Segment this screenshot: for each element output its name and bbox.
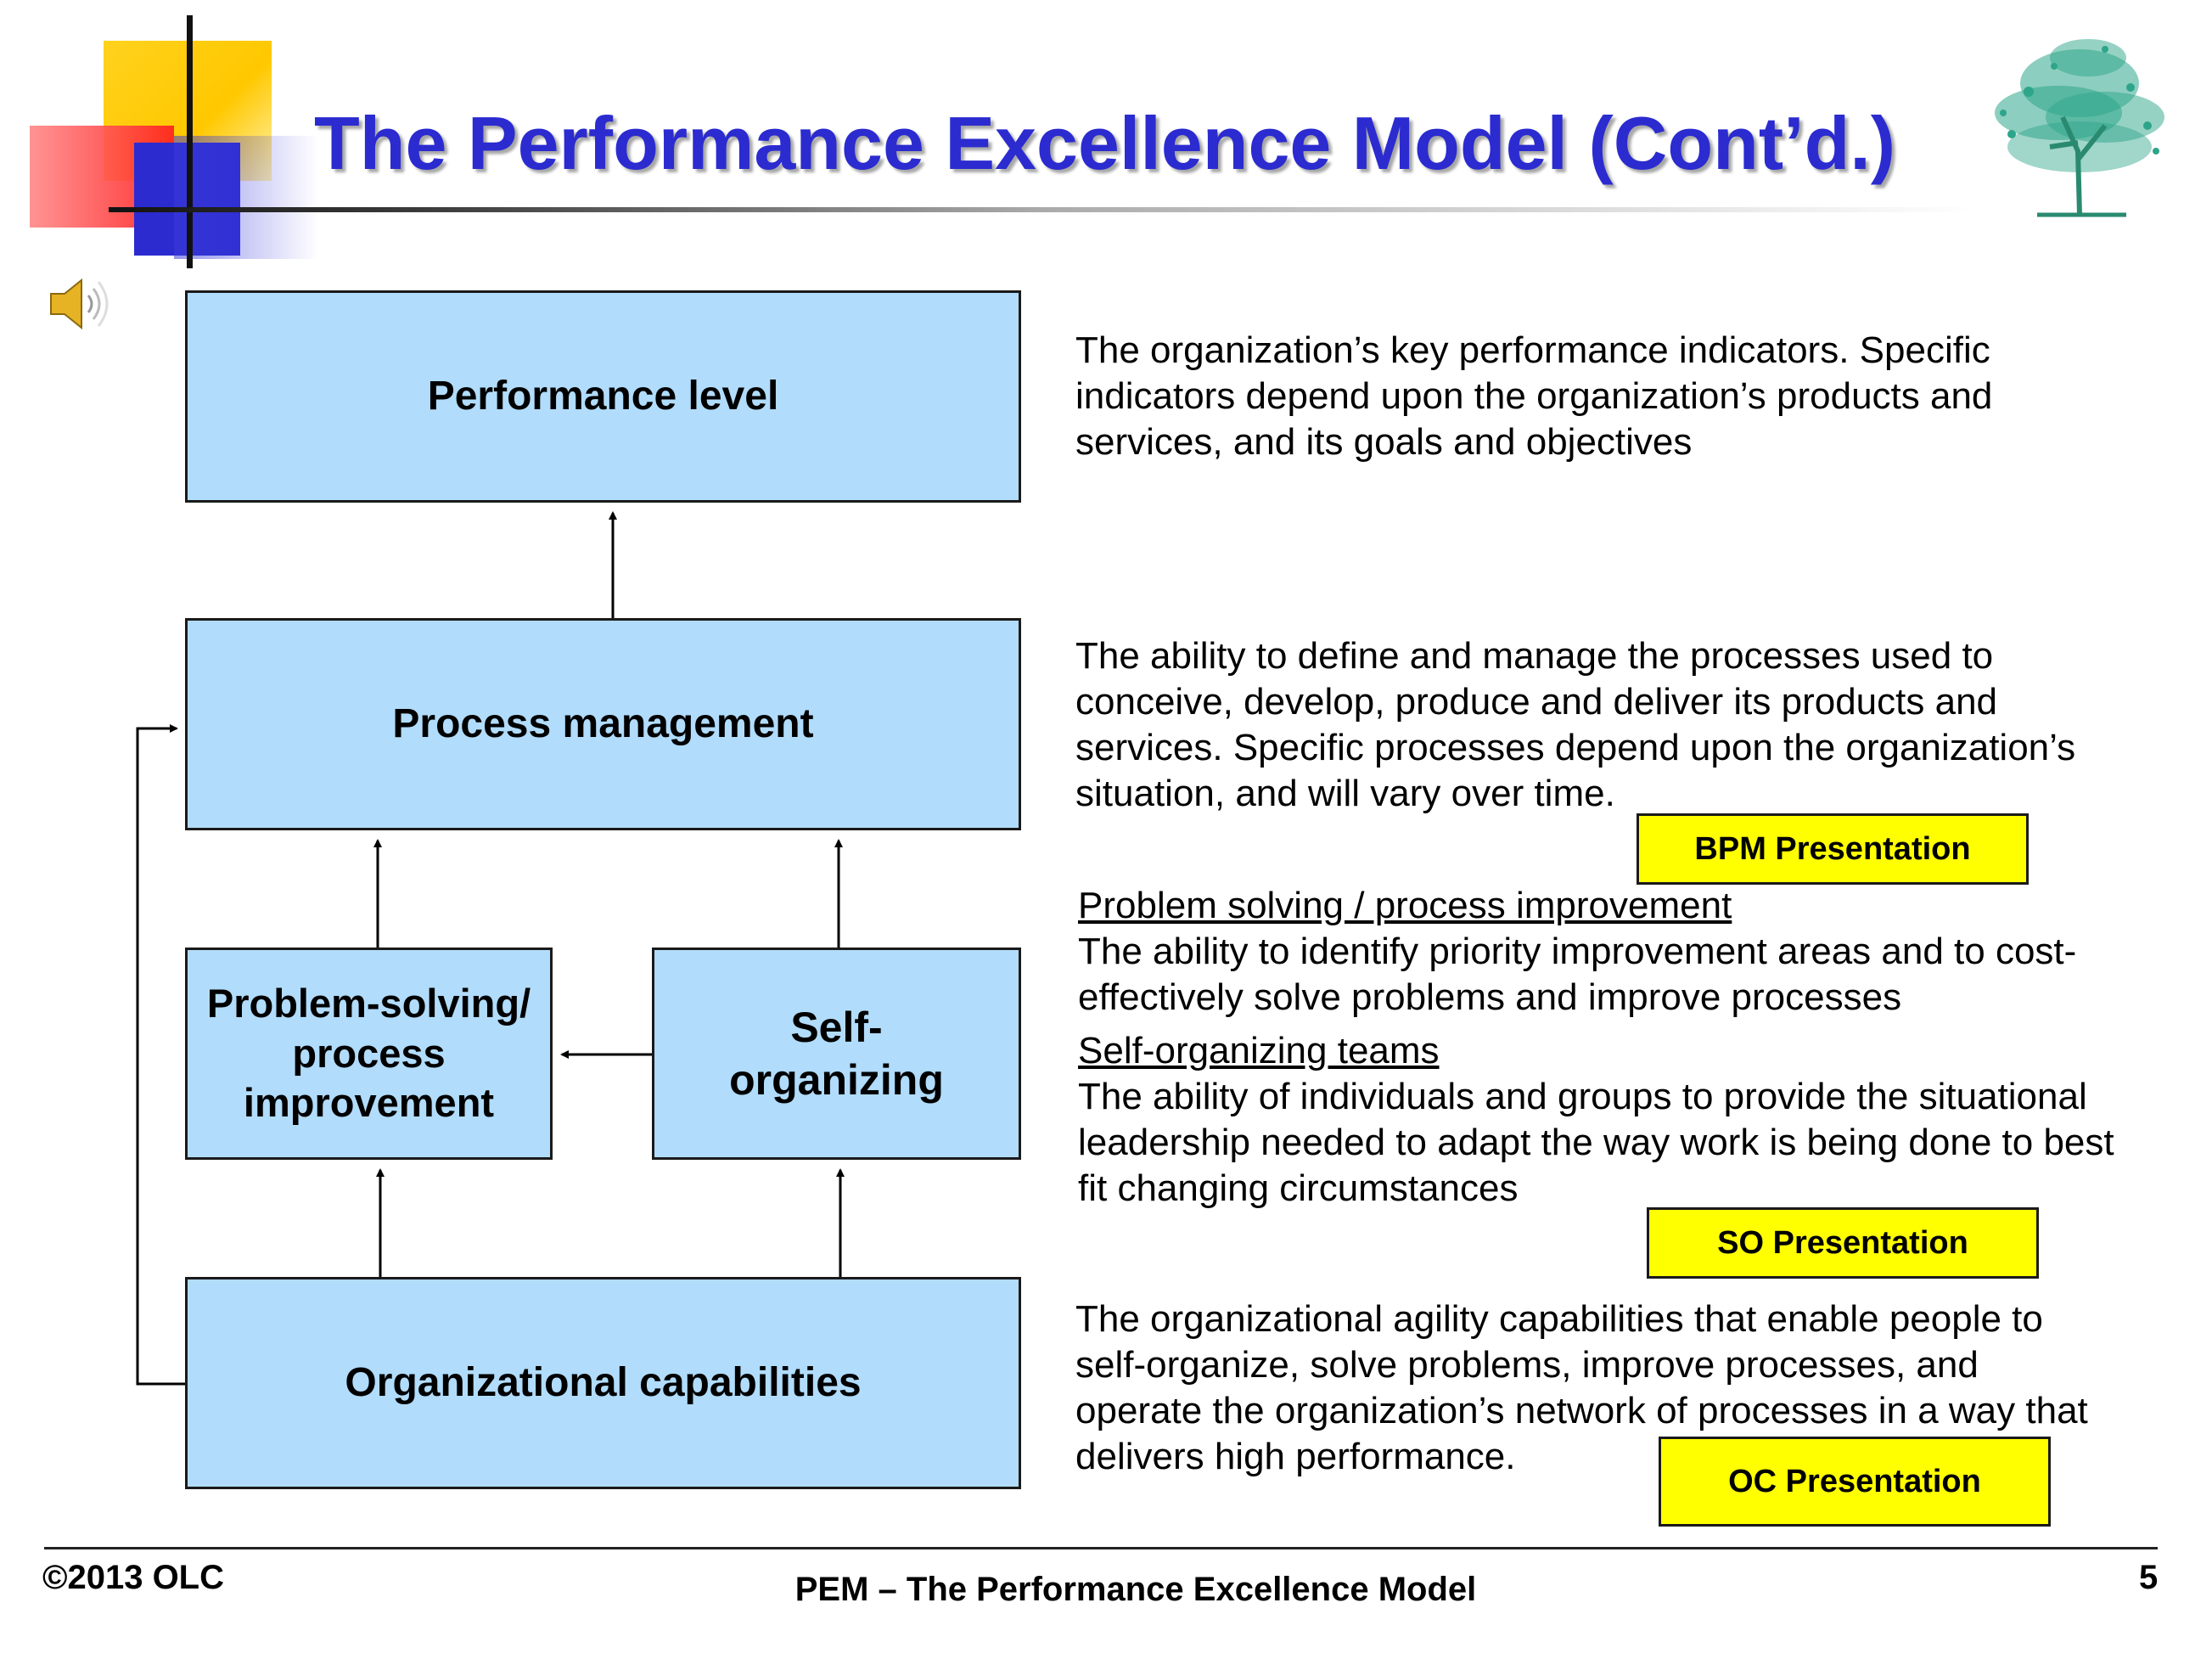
process-description: The ability to define and manage the pro…	[1075, 633, 2136, 817]
page-number: 5	[2139, 1559, 2159, 1596]
process-management-box: Process management	[185, 618, 1021, 830]
self-organizing-label: Self- organizing	[729, 1003, 944, 1105]
organizational-capabilities-label: Organizational capabilities	[345, 1360, 862, 1405]
footer-title: PEM – The Performance Excellence Model	[794, 1571, 1477, 1608]
oc-presentation-button[interactable]: OC Presentation	[1659, 1437, 2051, 1527]
bpm-presentation-button[interactable]: BPM Presentation	[1637, 813, 2029, 885]
self-organizing-description: Self-organizing teams The ability of ind…	[1078, 1028, 2139, 1212]
self-organizing-box: Self- organizing	[652, 948, 1021, 1160]
so-presentation-button[interactable]: SO Presentation	[1647, 1207, 2039, 1279]
decor-vertical-line	[187, 15, 193, 268]
process-management-label: Process management	[392, 701, 814, 746]
performance-description-text: The organization’s key performance indic…	[1075, 329, 1993, 463]
decor-blue-fade	[174, 136, 318, 259]
problem-solving-box: Problem-solving/ process improvement	[185, 948, 553, 1160]
performance-description: The organization’s key performance indic…	[1075, 328, 2136, 465]
tree-logo-icon	[1995, 39, 2164, 217]
capabilities-description-text: The organizational agility capabilities …	[1075, 1298, 2088, 1477]
speaker-icon[interactable]	[44, 270, 121, 338]
problem-solving-description-text: The ability to identify priority improve…	[1078, 931, 2077, 1018]
organizational-capabilities-box: Organizational capabilities	[185, 1277, 1021, 1489]
page-title: The Performance Excellence Model (Cont’d…	[314, 101, 1896, 185]
problem-solving-label: Problem-solving/ process improvement	[206, 980, 531, 1126]
process-description-text: The ability to define and manage the pro…	[1075, 635, 2076, 814]
capabilities-description: The organizational agility capabilities …	[1075, 1296, 2094, 1480]
arrow-capabilities-to-process	[136, 724, 185, 1386]
title-underline	[109, 207, 1976, 212]
footer-copyright: ©2013 OLC	[42, 1559, 225, 1596]
footer-divider	[44, 1547, 2158, 1549]
performance-level-label: Performance level	[427, 374, 779, 419]
performance-level-box: Performance level	[185, 290, 1021, 503]
problem-solving-heading: Problem solving / process improvement	[1078, 885, 1732, 926]
self-organizing-heading: Self-organizing teams	[1078, 1030, 1440, 1071]
self-organizing-description-text: The ability of individuals and groups to…	[1078, 1076, 2114, 1209]
problem-solving-description: Problem solving / process improvement Th…	[1078, 883, 2139, 1021]
